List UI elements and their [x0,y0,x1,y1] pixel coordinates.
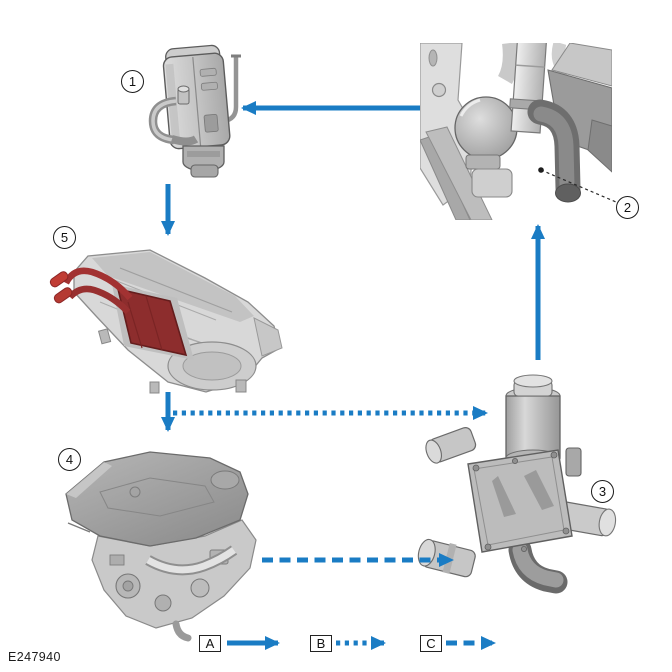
component-4-engine-illustration [65,451,257,642]
figure-id-code: E247940 [8,650,61,664]
legend-key-c: C [420,635,442,652]
callout-1: 1 [121,70,144,93]
component-5-hvac-heater-core-illustration [49,249,283,394]
callout-2: 2 [616,196,639,219]
legend-key-b: B [310,635,332,652]
callout-2-leader-line [538,167,617,203]
callout-5: 5 [53,226,76,249]
component-1-pump-unit-illustration [148,44,241,178]
callout-3: 3 [591,480,614,503]
component-2-installed-pump-illustration [420,43,612,220]
callout-4: 4 [58,448,81,471]
component-3-coolant-valve-illustration [417,374,617,594]
legend-key-a: A [199,635,221,652]
